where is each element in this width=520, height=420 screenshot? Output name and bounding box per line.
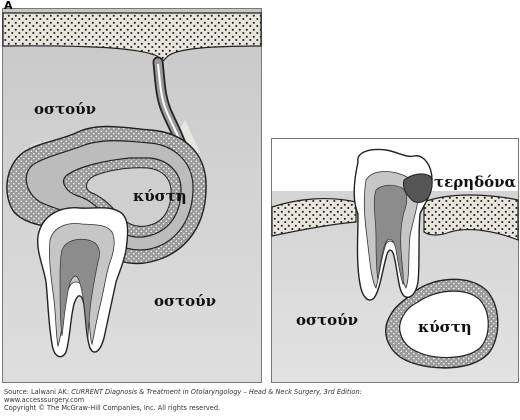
label-cyst-left: κύστη <box>133 187 187 205</box>
source-prefix: Source: Lalwani AK: <box>4 388 70 396</box>
panel-letter: A <box>4 0 13 12</box>
source-line-1: Source: Lalwani AK: CURRENT Diagnosis & … <box>4 388 520 396</box>
source-citation: Source: Lalwani AK: CURRENT Diagnosis & … <box>4 388 520 413</box>
source-copyright: Copyright © The McGraw-Hill Companies, I… <box>4 404 221 413</box>
label-bone-right: οστούν <box>296 311 358 329</box>
left-tooth <box>36 207 129 358</box>
source-title: CURRENT Diagnosis & Treatment in Otolary… <box>71 388 362 396</box>
right-panel: τερηδόνα οστούν κύστη <box>271 138 519 383</box>
right-gum-2 <box>423 194 519 241</box>
label-cyst-right: κύστη <box>418 318 472 336</box>
right-gum <box>271 197 357 237</box>
left-panel: A οστούν κύστη οστούν <box>2 0 262 383</box>
right-tooth <box>353 148 433 301</box>
left-tooth-pulp <box>59 238 100 339</box>
source-url[interactable]: www.accesssurgery.com <box>4 396 85 405</box>
caries-lesion <box>403 173 433 203</box>
label-caries: τερηδόνα <box>434 173 517 191</box>
right-tooth-pulp <box>373 184 408 286</box>
label-bone-top-left: οστούν <box>34 100 96 118</box>
label-bone-bottom-left: οστούν <box>154 292 216 310</box>
right-cyst-lumen <box>399 290 489 359</box>
left-mucosa <box>2 12 262 63</box>
